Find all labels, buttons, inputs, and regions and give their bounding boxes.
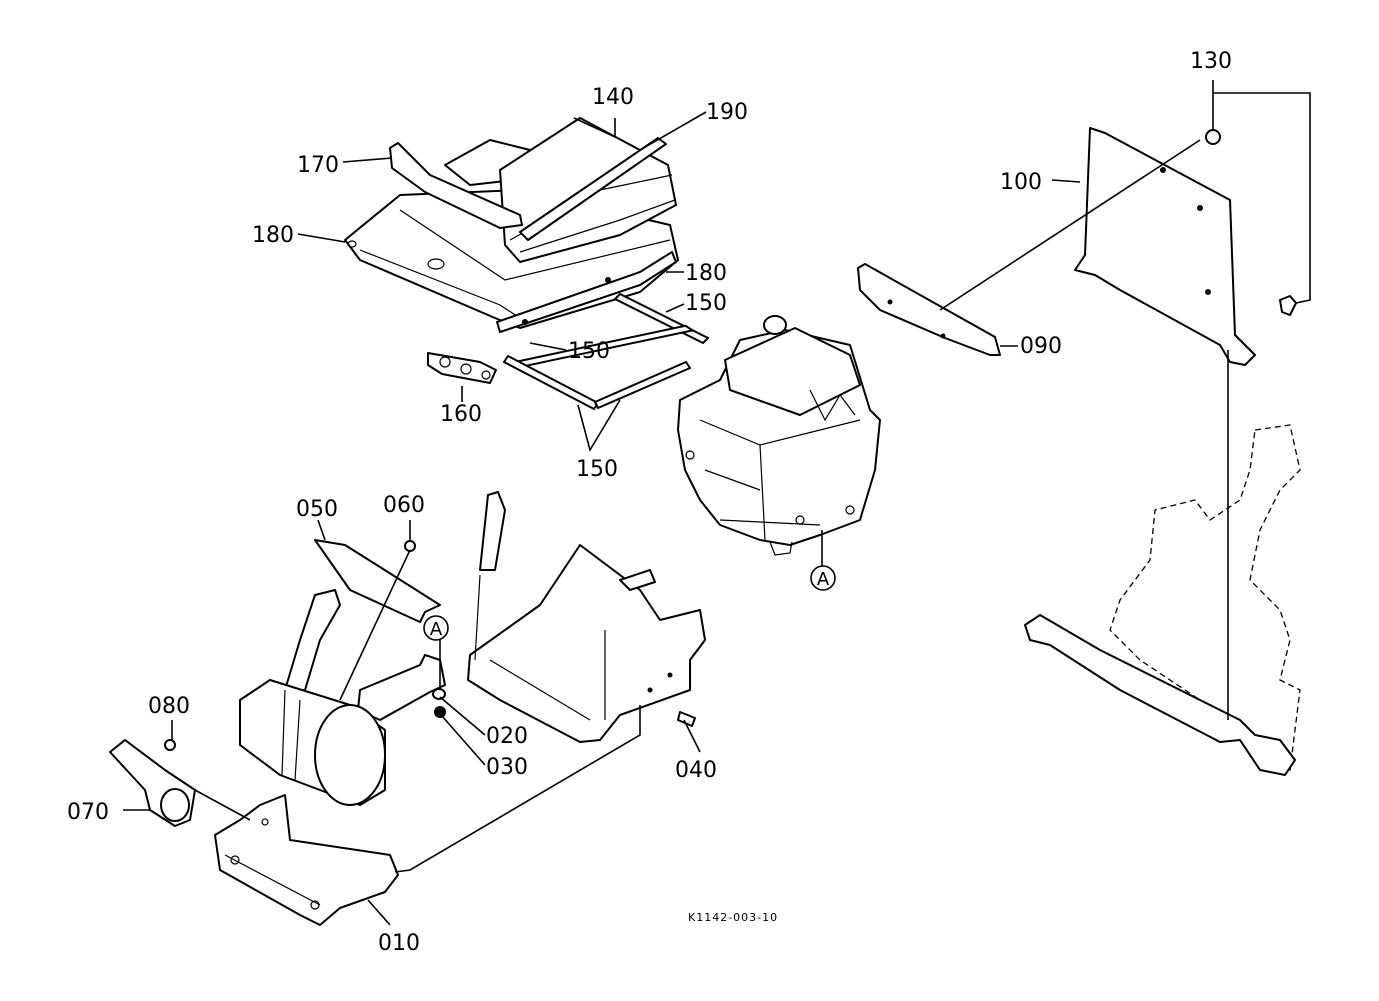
frame-assembly [214,491,706,926]
callout-090: 090 [1020,334,1062,359]
callout-160: 160 [440,402,482,427]
callout-180-right: 180 [685,261,727,286]
callout-020: 020 [486,724,528,749]
callout-040: 040 [675,758,717,783]
callout-130: 130 [1190,49,1232,74]
callout-190: 190 [706,100,748,125]
tractor-view [857,127,1301,776]
reference-marker-engine: A [817,569,830,590]
callout-060: 060 [383,493,425,518]
callout-180-left: 180 [252,223,294,248]
callout-170: 170 [297,153,339,178]
callout-050: 050 [296,497,338,522]
callout-150-middle: 150 [568,339,610,364]
reference-marker-muffler: A [430,619,443,640]
muffler-assembly [109,539,446,827]
seat-assembly [344,117,709,410]
callout-labels: 140 190 170 180 180 150 150 150 160 050 … [67,49,1232,956]
reference-markers: A A [423,565,836,641]
callout-140: 140 [592,85,634,110]
engine-block [677,315,881,566]
callout-150-bottom: 150 [576,457,618,482]
callout-070: 070 [67,800,109,825]
callout-150-right: 150 [685,291,727,316]
callout-010: 010 [378,931,420,956]
callout-100: 100 [1000,170,1042,195]
callout-030: 030 [486,755,528,780]
drawing-code: K1142-003-10 [688,911,778,924]
callout-080: 080 [148,694,190,719]
leader-lines [123,80,1311,926]
